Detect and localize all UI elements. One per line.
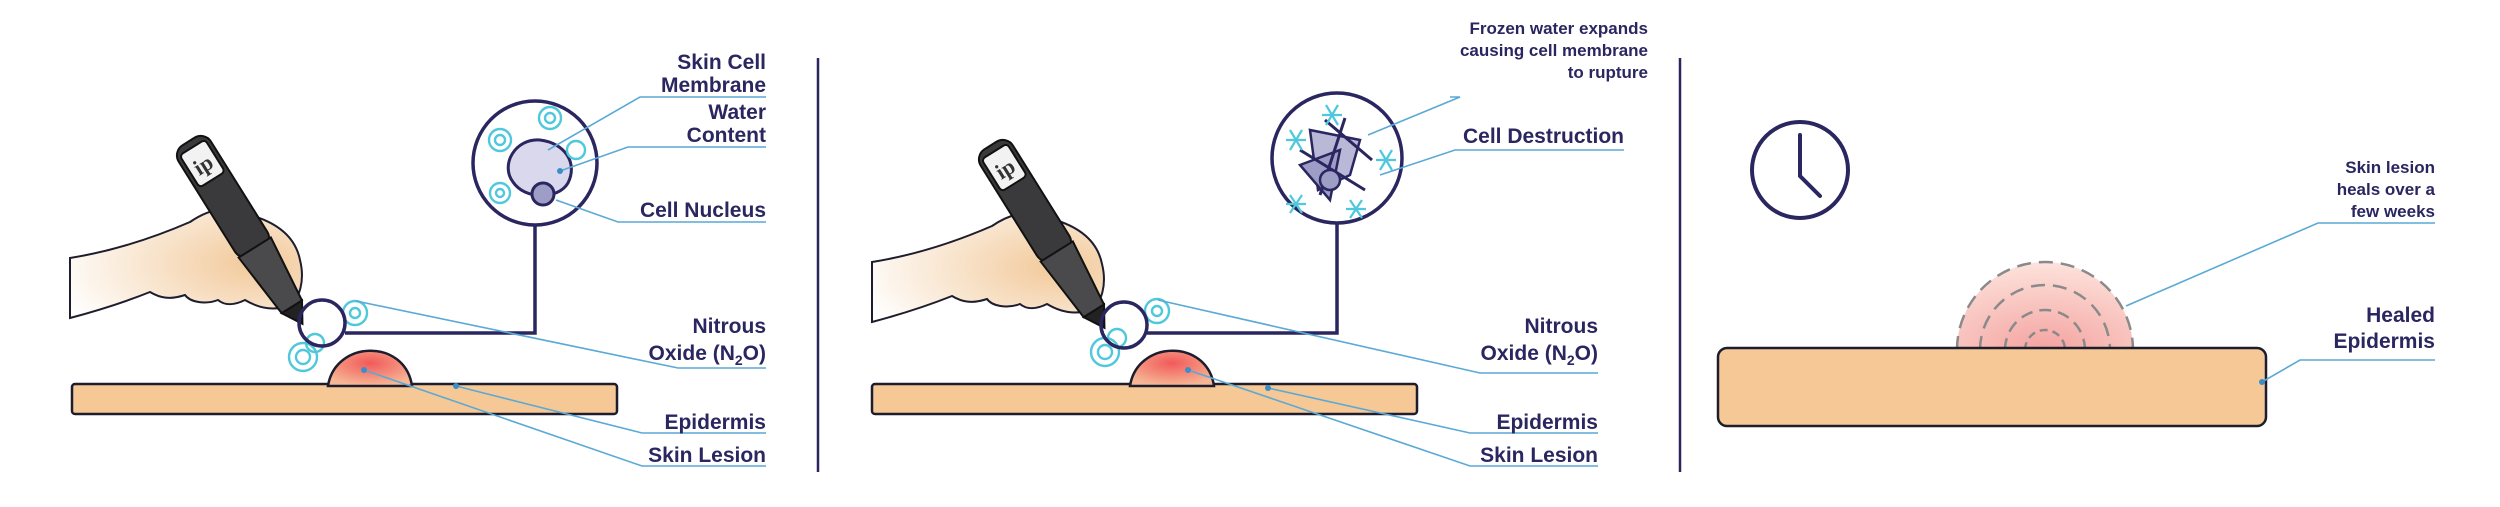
label-heals-2: heals over a bbox=[2337, 180, 2436, 199]
label-water-content-1: Water bbox=[708, 101, 766, 124]
label-heals-1: Skin lesion bbox=[2345, 158, 2435, 177]
cryo-pen: ip bbox=[175, 134, 304, 326]
label-nitrous-1: Nitrous bbox=[693, 315, 767, 338]
target-zone bbox=[1099, 300, 1149, 350]
skin-lesion bbox=[326, 349, 414, 388]
label-nitrous-2: Oxide (N2O) bbox=[1481, 342, 1598, 368]
epidermis-layer bbox=[70, 382, 619, 416]
healed-epidermis-layer bbox=[1716, 346, 2268, 428]
cryo-pen: ip bbox=[977, 138, 1106, 330]
panel-3: Skin lesion heals over a few weeks Heale… bbox=[1716, 120, 2436, 428]
clock-icon bbox=[1750, 120, 1850, 220]
label-skin-lesion: Skin Lesion bbox=[1480, 444, 1598, 467]
nitrous-spray-icon bbox=[287, 299, 369, 373]
magnified-cell-destroyed bbox=[1270, 91, 1404, 225]
label-heals-3: few weeks bbox=[2351, 202, 2435, 221]
cell-nucleus bbox=[530, 181, 556, 207]
snowflake-icon bbox=[1286, 104, 1396, 219]
healing-rings bbox=[1955, 260, 2135, 352]
label-water-content-2: Content bbox=[687, 124, 766, 147]
label-healed-1: Healed bbox=[2366, 304, 2435, 327]
label-healed-2: Epidermis bbox=[2333, 330, 2435, 353]
label-epidermis: Epidermis bbox=[1496, 411, 1598, 434]
epidermis-layer bbox=[870, 382, 1419, 416]
label-cell-nucleus: Cell Nucleus bbox=[640, 199, 766, 222]
panel-2: ip bbox=[870, 19, 1648, 467]
target-zone bbox=[297, 298, 347, 348]
label-skin-lesion: Skin Lesion bbox=[648, 444, 766, 467]
label-cell-destruction: Cell Destruction bbox=[1463, 125, 1624, 148]
label-frozen-water-2: causing cell membrane bbox=[1460, 41, 1648, 60]
magnified-cell bbox=[471, 99, 599, 227]
label-frozen-water-3: to rupture bbox=[1568, 63, 1648, 82]
skin-lesion bbox=[1128, 349, 1216, 388]
label-nitrous-2: Oxide (N2O) bbox=[649, 342, 766, 368]
panel-1: ip bbox=[69, 51, 767, 467]
label-skin-cell-membrane-1: Skin Cell bbox=[677, 51, 766, 74]
label-epidermis: Epidermis bbox=[664, 411, 766, 434]
label-frozen-water-1: Frozen water expands bbox=[1469, 19, 1648, 38]
label-nitrous-1: Nitrous bbox=[1525, 315, 1599, 338]
label-skin-cell-membrane-2: Membrane bbox=[661, 74, 766, 97]
